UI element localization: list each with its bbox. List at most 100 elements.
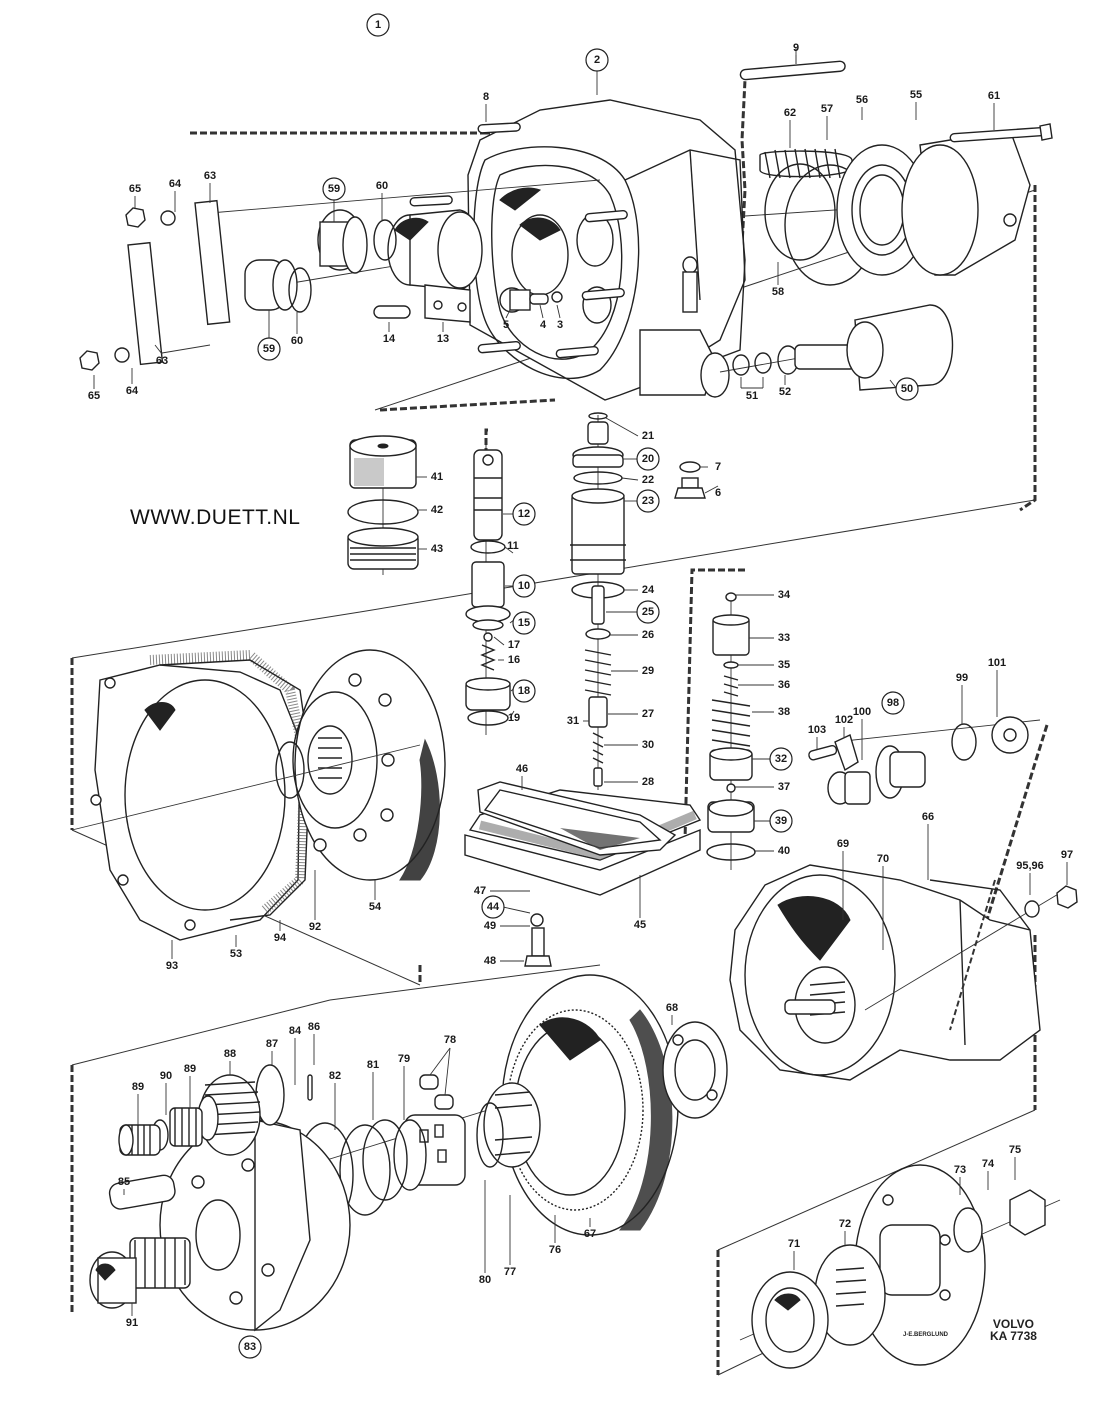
callout-circle bbox=[585, 48, 609, 72]
callout-leader-line bbox=[704, 485, 719, 494]
website-watermark[interactable]: WWW.DUETT.NL bbox=[130, 506, 301, 529]
part-number-label: 66 bbox=[922, 811, 934, 823]
callout-12: 12 bbox=[503, 502, 536, 526]
callout-leader-line bbox=[605, 417, 639, 437]
callout-88: 88 bbox=[224, 1048, 236, 1075]
part-number-label: 60 bbox=[376, 180, 388, 192]
callout-48: 48 bbox=[484, 955, 524, 967]
callout-67: 67 bbox=[584, 1218, 596, 1240]
callout-99: 99 bbox=[956, 672, 968, 725]
part-number-label: 4 bbox=[540, 319, 547, 331]
valve-column-right-assembly bbox=[706, 592, 756, 870]
callout-55: 55 bbox=[910, 89, 922, 120]
callout-56: 56 bbox=[856, 94, 868, 120]
callout-circle bbox=[322, 177, 346, 201]
part-number-label: 67 bbox=[584, 1228, 596, 1240]
part-number-label: 80 bbox=[479, 1274, 491, 1286]
callout-leader-line bbox=[504, 546, 514, 554]
part-number-label: 37 bbox=[778, 781, 790, 793]
part-number-label: 99 bbox=[956, 672, 968, 684]
part-number-label: 62 bbox=[784, 107, 796, 119]
part-number-label: 34 bbox=[778, 589, 791, 601]
callout-circle bbox=[481, 895, 505, 919]
part-number-label: 78 bbox=[444, 1034, 456, 1046]
part-number-label: 52 bbox=[779, 386, 791, 398]
filter-assembly bbox=[347, 435, 419, 575]
callout-24: 24 bbox=[624, 584, 655, 596]
output-shaft-assembly bbox=[739, 1164, 1061, 1369]
part-number-label: 65 bbox=[88, 390, 100, 402]
callout-44: 44 bbox=[481, 895, 531, 919]
callout-59b: 59 bbox=[257, 310, 281, 361]
part-number-label: 83 bbox=[244, 1341, 256, 1353]
part-number-label: 10 bbox=[518, 580, 530, 592]
callout-circle bbox=[881, 691, 905, 715]
part-number-label: 60 bbox=[291, 335, 303, 347]
part-number-label: 28 bbox=[642, 776, 654, 788]
part-number-label: 75 bbox=[1009, 1144, 1021, 1156]
callout-50: 50 bbox=[889, 377, 919, 401]
callout-65b: 65 bbox=[88, 375, 100, 402]
part-number-label: 11 bbox=[507, 540, 519, 552]
part-number-label: 74 bbox=[982, 1158, 995, 1170]
part-number-label: 87 bbox=[266, 1038, 278, 1050]
part-number-label: 77 bbox=[504, 1266, 516, 1278]
part-number-label: 97 bbox=[1061, 849, 1073, 861]
part-number-label: 2 bbox=[594, 54, 600, 66]
brand-name: VOLVO bbox=[992, 1317, 1035, 1331]
callout-70: 70 bbox=[877, 853, 889, 950]
callout-73: 73 bbox=[954, 1164, 966, 1195]
part-number-label: 82 bbox=[329, 1070, 341, 1082]
main-housing-part-2 bbox=[467, 99, 746, 401]
relief-valve-parts bbox=[499, 287, 563, 313]
part-number-label: 27 bbox=[642, 708, 654, 720]
callout-63b: 63 bbox=[154, 344, 168, 367]
part-number-label: 93 bbox=[166, 960, 178, 972]
part-number-label: 94 bbox=[274, 932, 287, 944]
part-number-label: 8 bbox=[483, 91, 489, 103]
part-number-label: 91 bbox=[126, 1317, 138, 1329]
part-number-label: 46 bbox=[516, 763, 528, 775]
part-number-label: 86 bbox=[308, 1021, 320, 1033]
part-number-label: 38 bbox=[778, 706, 790, 718]
callout-98: 98 bbox=[881, 691, 905, 715]
plug-part-6 bbox=[674, 461, 706, 499]
callout-circle bbox=[512, 679, 536, 703]
callout-20: 20 bbox=[623, 447, 660, 471]
part-number-label: 49 bbox=[484, 920, 496, 932]
callout-21: 21 bbox=[605, 417, 654, 442]
callout-94: 94 bbox=[274, 920, 287, 944]
part-number-label: 95,96 bbox=[1016, 860, 1044, 872]
part-number-label: 33 bbox=[778, 632, 790, 644]
accumulator-parts bbox=[744, 123, 1053, 286]
callout-26: 26 bbox=[610, 629, 654, 641]
part-number-label: 25 bbox=[642, 606, 654, 618]
part-number-label: 35 bbox=[778, 659, 790, 671]
callout-51: 51 bbox=[740, 377, 764, 402]
callout-72: 72 bbox=[839, 1218, 851, 1245]
callout-86: 86 bbox=[308, 1021, 320, 1065]
part-number-label: 51 bbox=[746, 390, 758, 402]
callout-83: 83 bbox=[238, 1335, 262, 1359]
callout-58: 58 bbox=[772, 262, 784, 298]
callout-leader-line bbox=[505, 309, 511, 319]
callout-25: 25 bbox=[606, 600, 660, 624]
part-number-label: 61 bbox=[988, 90, 1000, 102]
callout-13: 13 bbox=[437, 322, 449, 345]
callout-59: 59 bbox=[322, 177, 346, 222]
callout-leader-line bbox=[556, 304, 561, 319]
part-number-label: 76 bbox=[549, 1244, 561, 1256]
rear-casing-and-gaskets bbox=[90, 649, 311, 941]
callout-34: 34 bbox=[736, 589, 791, 601]
callout-49: 49 bbox=[484, 920, 530, 932]
part-number-label: 45 bbox=[634, 919, 646, 931]
callout-1: 1 bbox=[366, 13, 390, 37]
callout-circle bbox=[636, 489, 660, 513]
callout-32: 32 bbox=[752, 747, 793, 771]
callout-39: 39 bbox=[754, 809, 793, 833]
callout-labels: 1234567891011121314151617181920212223242… bbox=[88, 13, 1073, 1359]
servo-piston-assembly bbox=[79, 179, 601, 371]
callout-93: 93 bbox=[166, 940, 178, 972]
callout-62: 62 bbox=[784, 107, 796, 148]
callout-102: 102 bbox=[835, 714, 853, 738]
